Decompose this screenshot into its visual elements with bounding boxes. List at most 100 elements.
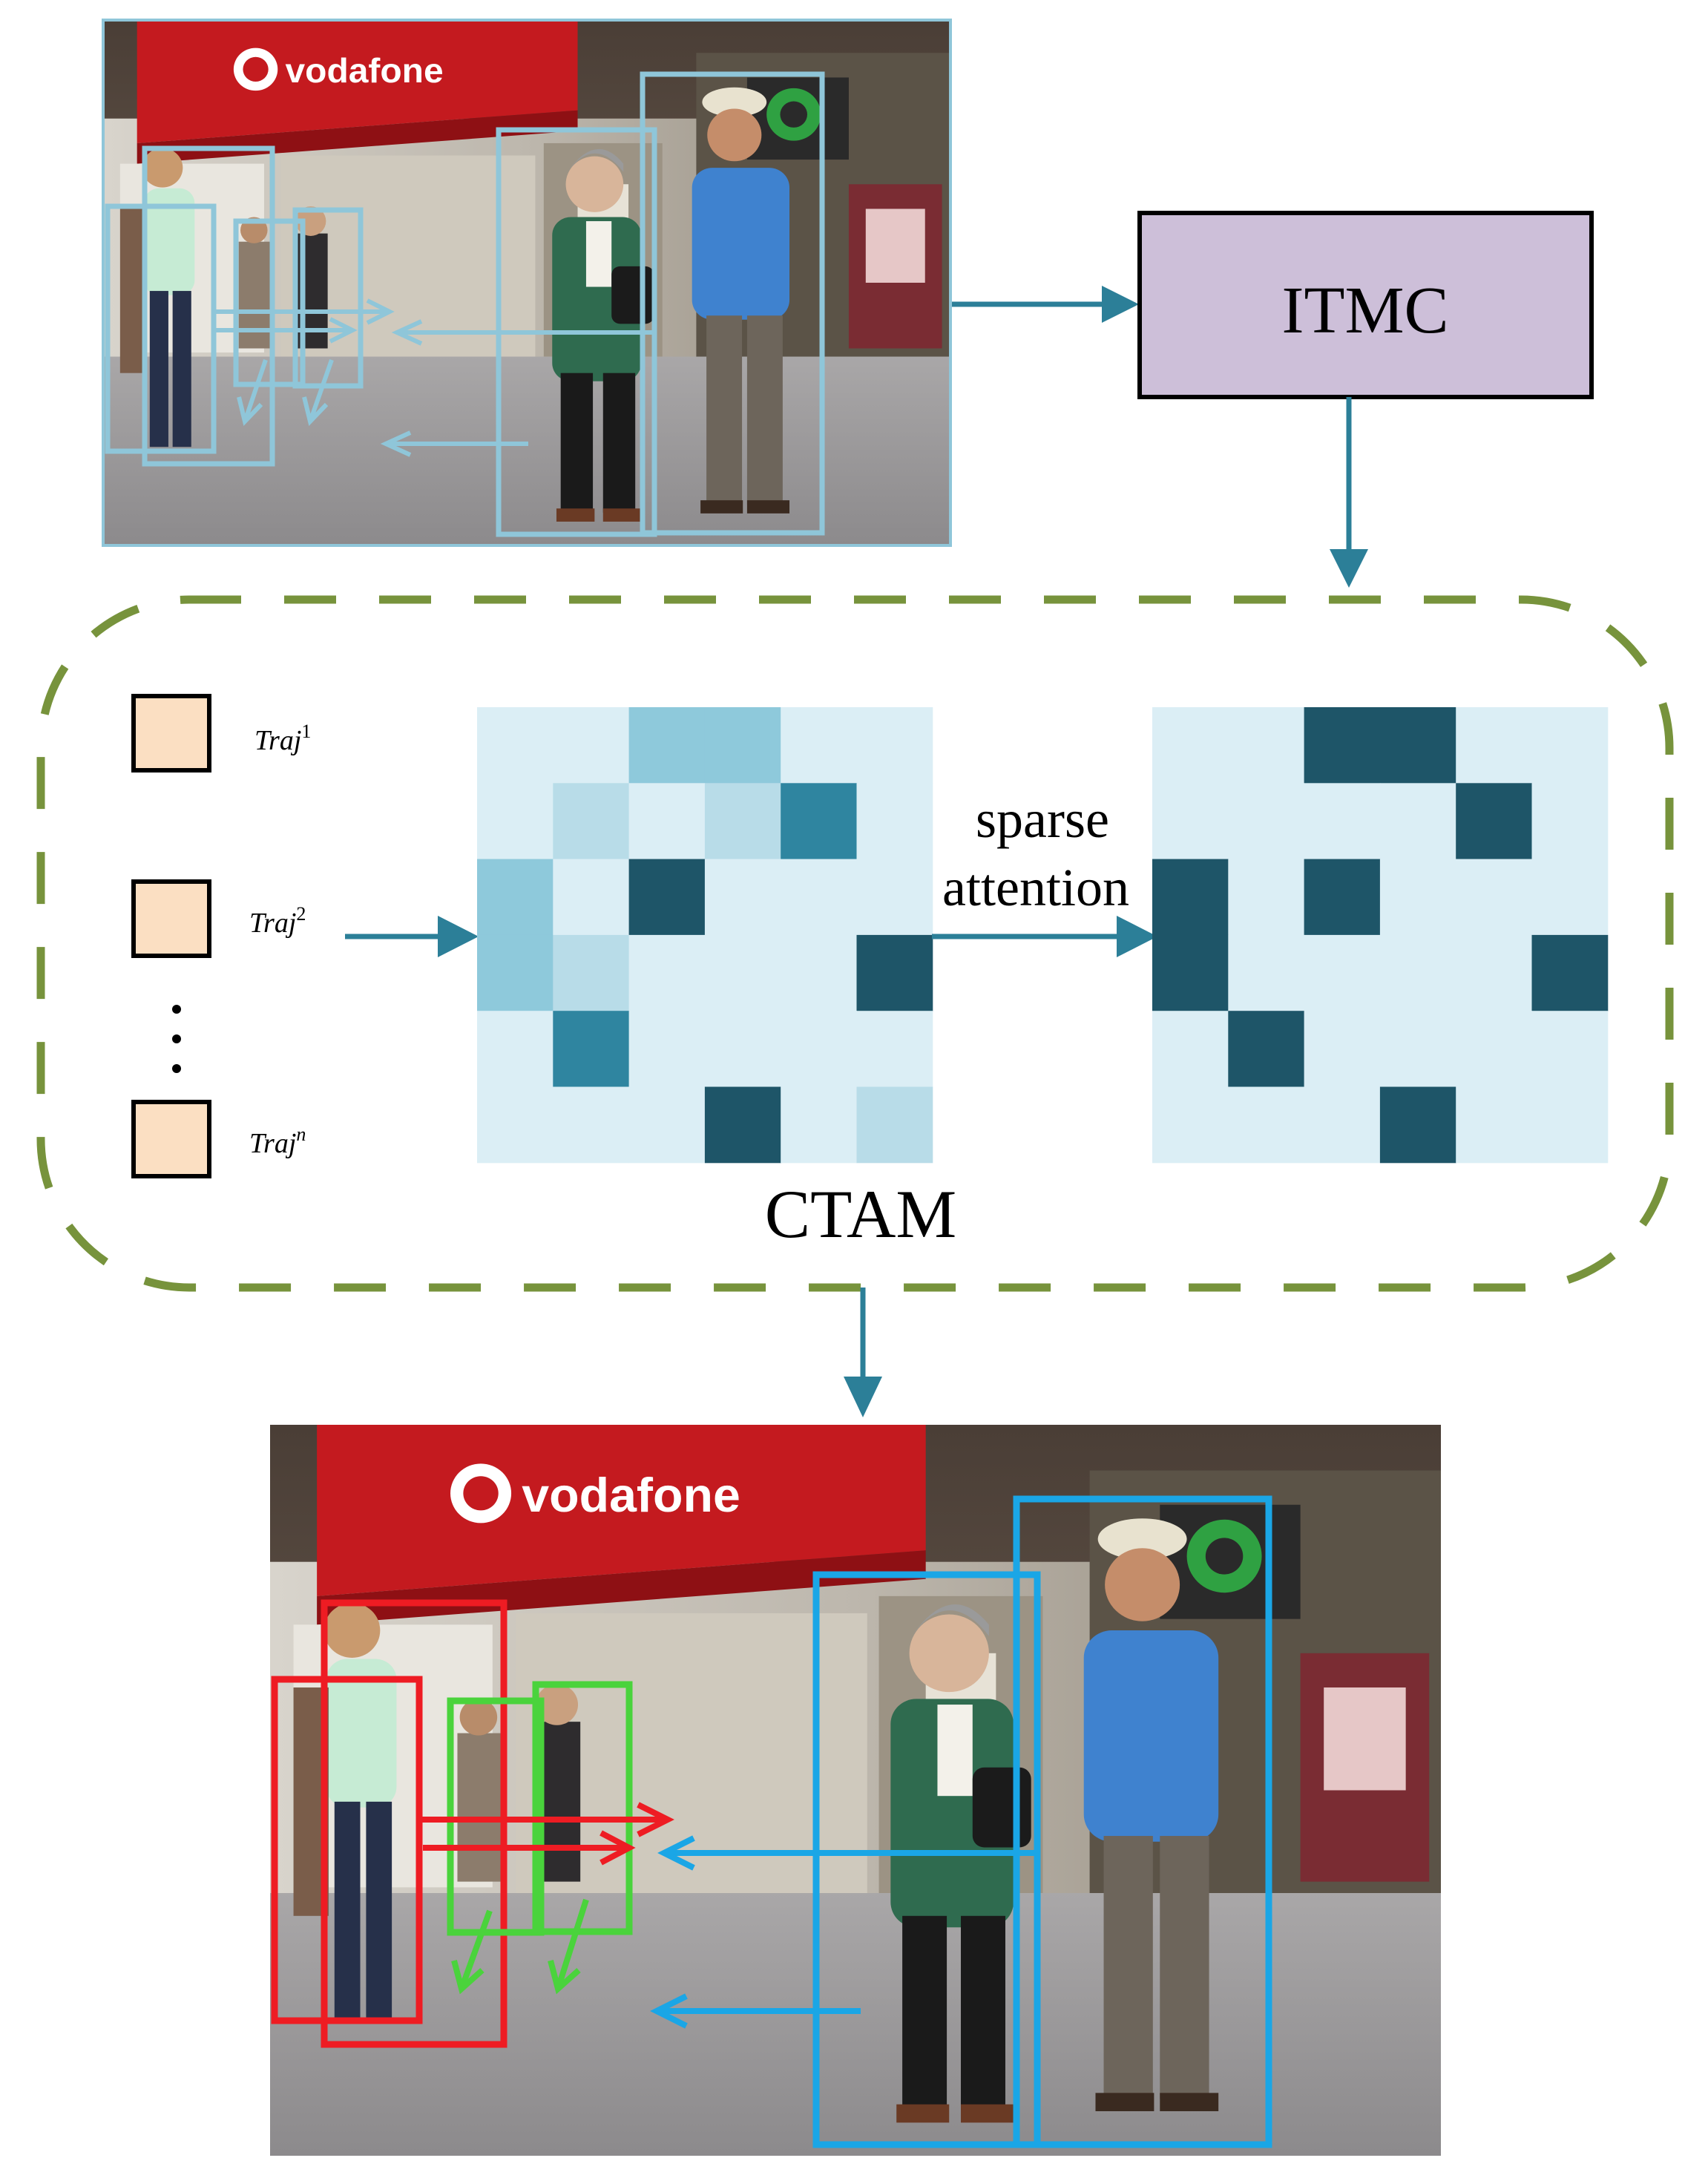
input-matrix-cell-r4-c1 [553,1011,630,1087]
output-blue-arrow [650,1993,861,2029]
input-matrix-cell-r1-c2 [628,783,706,860]
sparse-matrix-cell-r5-c4 [1456,1086,1532,1164]
input-matrix-cell-r4-c3 [704,1011,781,1087]
input-matrix-cell-r1-c1 [553,783,630,860]
traj-label-1: Traj1 [254,721,311,756]
input-arrow [380,430,528,457]
itmc-label: ITMC [1282,274,1449,347]
input-matrix-cell-r3-c0 [477,934,554,1011]
sparse-matrix-cell-r1-c5 [1531,783,1609,860]
sparse-attention-arrow [932,916,1157,957]
sparse-matrix-cell-r3-c1 [1228,934,1305,1011]
sparse-matrix-cell-r2-c0 [1152,859,1229,936]
sparse-matrix-cell-r4-c4 [1456,1011,1532,1087]
traj-label-n: Trajn [249,1124,306,1159]
input-matrix-cell-r0-c4 [781,707,857,784]
traj-box-1 [131,694,211,773]
attention-matrix-sparse [1152,707,1609,1164]
sparse-matrix-cell-r0-c1 [1228,707,1305,784]
input-track-box [640,71,825,536]
sparse-matrix-cell-r0-c5 [1531,707,1609,784]
sparse-matrix-cell-r5-c2 [1304,1086,1381,1164]
input-matrix-cell-r2-c4 [781,859,857,936]
input-matrix-cell-r5-c4 [781,1086,857,1164]
flow-arrow-to-matrix [345,916,479,957]
input-arrow [302,359,334,427]
output-motion-arrows [419,1802,1035,2029]
sparse-attention-label-line2: attention [942,858,1129,917]
input-motion-arrows [214,298,653,457]
input-matrix-cell-r3-c5 [856,934,933,1011]
ctam-label: CTAM [765,1176,956,1252]
sparse-matrix-cell-r0-c3 [1379,707,1456,784]
sparse-matrix-cell-r1-c4 [1456,783,1532,860]
input-matrix-cell-r0-c5 [856,707,933,784]
input-matrix-cell-r5-c0 [477,1086,554,1164]
output-red-arrow [423,1830,636,1866]
input-matrix-cell-r5-c1 [553,1086,630,1164]
traj-label-2: Traj2 [249,903,306,939]
output-green-arrow [548,1898,589,1995]
output-frame [270,1425,1441,2156]
sparse-matrix-cell-r5-c0 [1152,1086,1229,1164]
input-track-box [105,203,217,454]
output-green-box [532,1681,633,1935]
ctam-module: Traj1 Traj2 Trajn sparse attention CTAM [36,595,1674,1292]
input-matrix-cell-r4-c4 [781,1011,857,1087]
input-track-box [233,218,306,387]
sparse-matrix-cell-r5-c5 [1531,1086,1609,1164]
sparse-matrix-cell-r4-c5 [1531,1011,1609,1087]
traj-box-2 [131,879,211,958]
input-matrix-cell-r2-c0 [477,859,554,936]
input-matrix-cell-r5-c5 [856,1086,933,1164]
input-track-box [292,207,364,389]
sparse-matrix-cell-r1-c3 [1379,783,1456,860]
input-matrix-cell-r0-c1 [553,707,630,784]
flow-arrow-to-ctam [1330,397,1368,588]
ctam-dashed-border [36,595,1674,1292]
input-matrix-cell-r1-c0 [477,783,554,860]
sparse-matrix-cell-r0-c2 [1304,707,1381,784]
input-matrix-cell-r3-c2 [628,934,706,1011]
sparse-matrix-cell-r3-c2 [1304,934,1381,1011]
input-matrix-cell-r2-c3 [704,859,781,936]
sparse-matrix-cell-r3-c3 [1379,934,1456,1011]
traj-ellipsis-dots [172,1005,181,1073]
sparse-matrix-cell-r0-c0 [1152,707,1229,784]
sparse-matrix-cell-r5-c3 [1379,1086,1456,1164]
sparse-matrix-cell-r3-c0 [1152,934,1229,1011]
output-red-arrow [419,1802,674,1837]
sparse-matrix-cell-r4-c1 [1228,1011,1305,1087]
output-red-box [271,1676,423,2024]
attention-matrix-input [477,707,933,1164]
input-track-overlays [105,71,825,537]
output-blue-box [812,1571,1041,2148]
input-frame [102,19,952,547]
sparse-matrix-cell-r2-c2 [1304,859,1381,936]
input-matrix-cell-r3-c1 [553,934,630,1011]
output-blue-box [1013,1495,1272,2148]
input-arrow [391,319,653,346]
input-matrix-cell-r0-c2 [628,707,706,784]
input-arrow [237,359,268,427]
output-green-arrow [451,1909,493,1995]
sparse-matrix-cell-r3-c5 [1531,934,1609,1011]
output-red-box [321,1599,508,2048]
input-matrix-cell-r5-c3 [704,1086,781,1164]
input-matrix-cell-r4-c0 [477,1011,554,1087]
input-matrix-cell-r0-c0 [477,707,554,784]
traj-box-n [131,1100,211,1178]
sparse-matrix-cell-r1-c2 [1304,783,1381,860]
sparse-matrix-cell-r5-c1 [1228,1086,1305,1164]
output-blue-arrow [657,1835,1035,1871]
sparse-matrix-cell-r0-c4 [1456,707,1532,784]
sparse-matrix-cell-r2-c5 [1531,859,1609,936]
input-matrix-cell-r0-c3 [704,707,781,784]
input-matrix-cell-r1-c5 [856,783,933,860]
sparse-matrix-cell-r3-c4 [1456,934,1532,1011]
sparse-attention-label-line1: sparse [976,790,1109,849]
sparse-matrix-cell-r1-c0 [1152,783,1229,860]
input-matrix-cell-r2-c2 [628,859,706,936]
sparse-matrix-cell-r4-c0 [1152,1011,1229,1087]
